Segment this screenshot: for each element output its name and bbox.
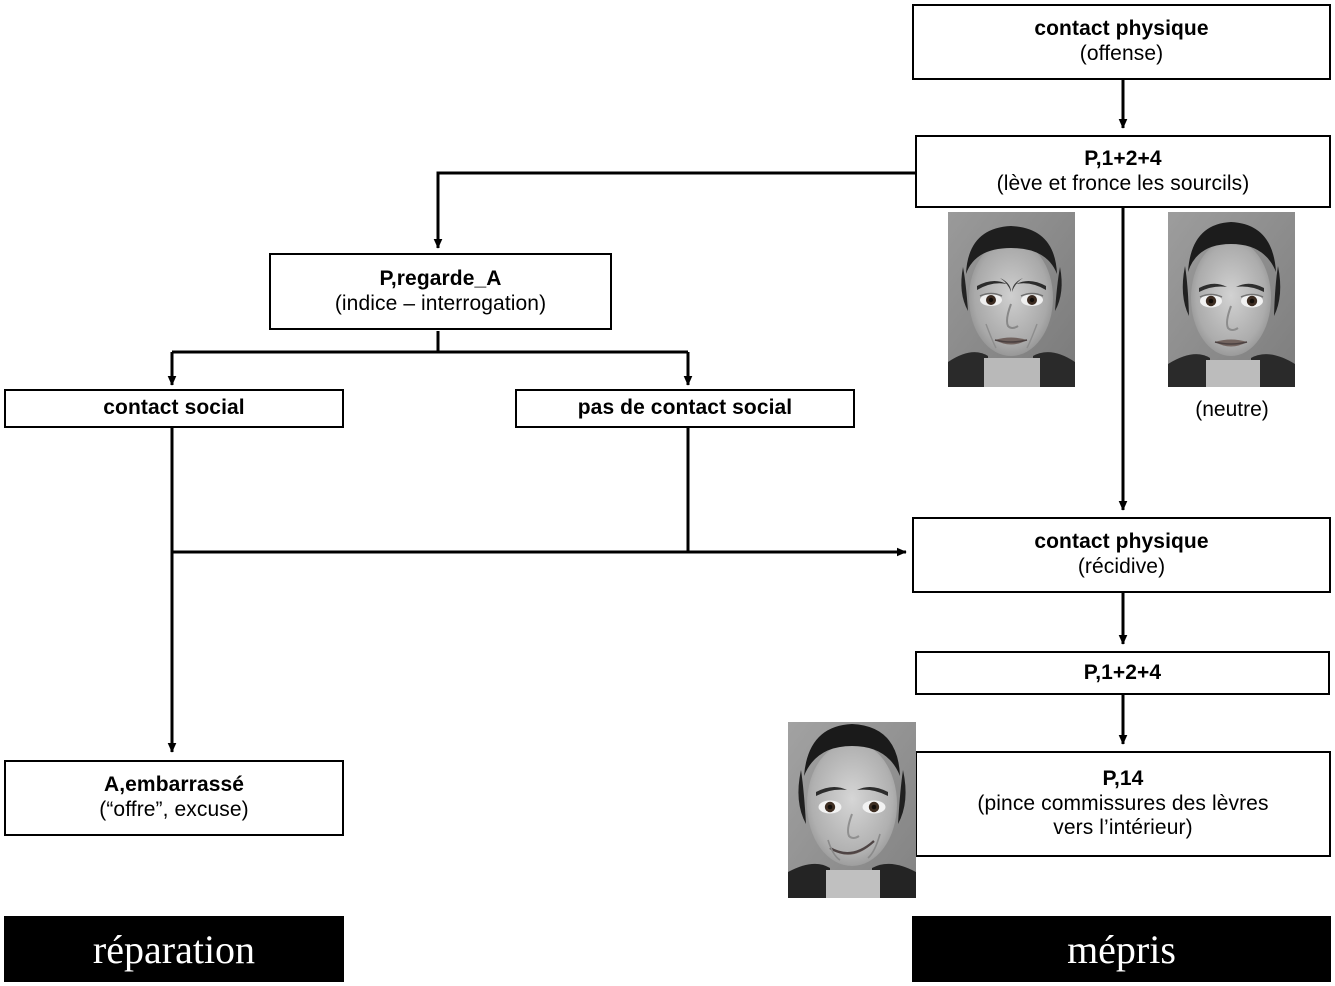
- node-subtitle: (offense): [1079, 42, 1164, 65]
- node-title: P,1+2+4: [1084, 146, 1162, 170]
- node-contact-physique-recidive[interactable]: contact physique (récidive): [912, 517, 1331, 593]
- banner-mepris: mépris: [912, 916, 1331, 982]
- node-title: P,regarde_A: [379, 266, 502, 290]
- face-expressive-brows-photo: [948, 212, 1075, 387]
- node-subtitle: (indice – interrogation): [334, 291, 547, 315]
- banner-reparation: réparation: [4, 916, 344, 982]
- node-title: P,1+2+4: [1083, 660, 1162, 684]
- node-title: contact social: [103, 396, 245, 420]
- node-title: pas de contact social: [577, 396, 793, 420]
- node-subtitle: (pince commissures des lèvres vers l’int…: [977, 791, 1269, 840]
- banner-text: réparation: [92, 926, 256, 972]
- face-smirk-photo: [788, 722, 916, 898]
- node-contact-physique-offense[interactable]: contact physique (offense): [912, 4, 1331, 80]
- node-subtitle: (lève et fronce les sourcils): [996, 171, 1250, 195]
- node-title: contact physique: [1034, 17, 1209, 41]
- node-subtitle: (récidive): [1077, 555, 1166, 578]
- node-title: P,14: [1102, 766, 1144, 790]
- face-neutral-photo: [1168, 212, 1295, 387]
- node-p-regarde-a[interactable]: P,regarde_A (indice – interrogation): [269, 253, 612, 330]
- node-contact-social[interactable]: contact social: [4, 389, 344, 428]
- node-p124-top[interactable]: P,1+2+4 (lève et fronce les sourcils): [915, 135, 1331, 208]
- banner-text: mépris: [1067, 926, 1176, 972]
- edge-p124-to-regardea: [433, 171, 915, 249]
- node-p14[interactable]: P,14 (pince commissures des lèvres vers …: [915, 751, 1331, 857]
- label-neutre: (neutre): [1195, 398, 1269, 421]
- node-subtitle: (“offre”, excuse): [99, 798, 249, 821]
- node-title: A,embarrassé: [103, 773, 245, 797]
- node-p124-bottom[interactable]: P,1+2+4: [915, 651, 1330, 695]
- node-pas-de-contact-social[interactable]: pas de contact social: [515, 389, 855, 428]
- node-a-embarrasse[interactable]: A,embarrassé (“offre”, excuse): [4, 760, 344, 836]
- node-title: contact physique: [1034, 530, 1209, 554]
